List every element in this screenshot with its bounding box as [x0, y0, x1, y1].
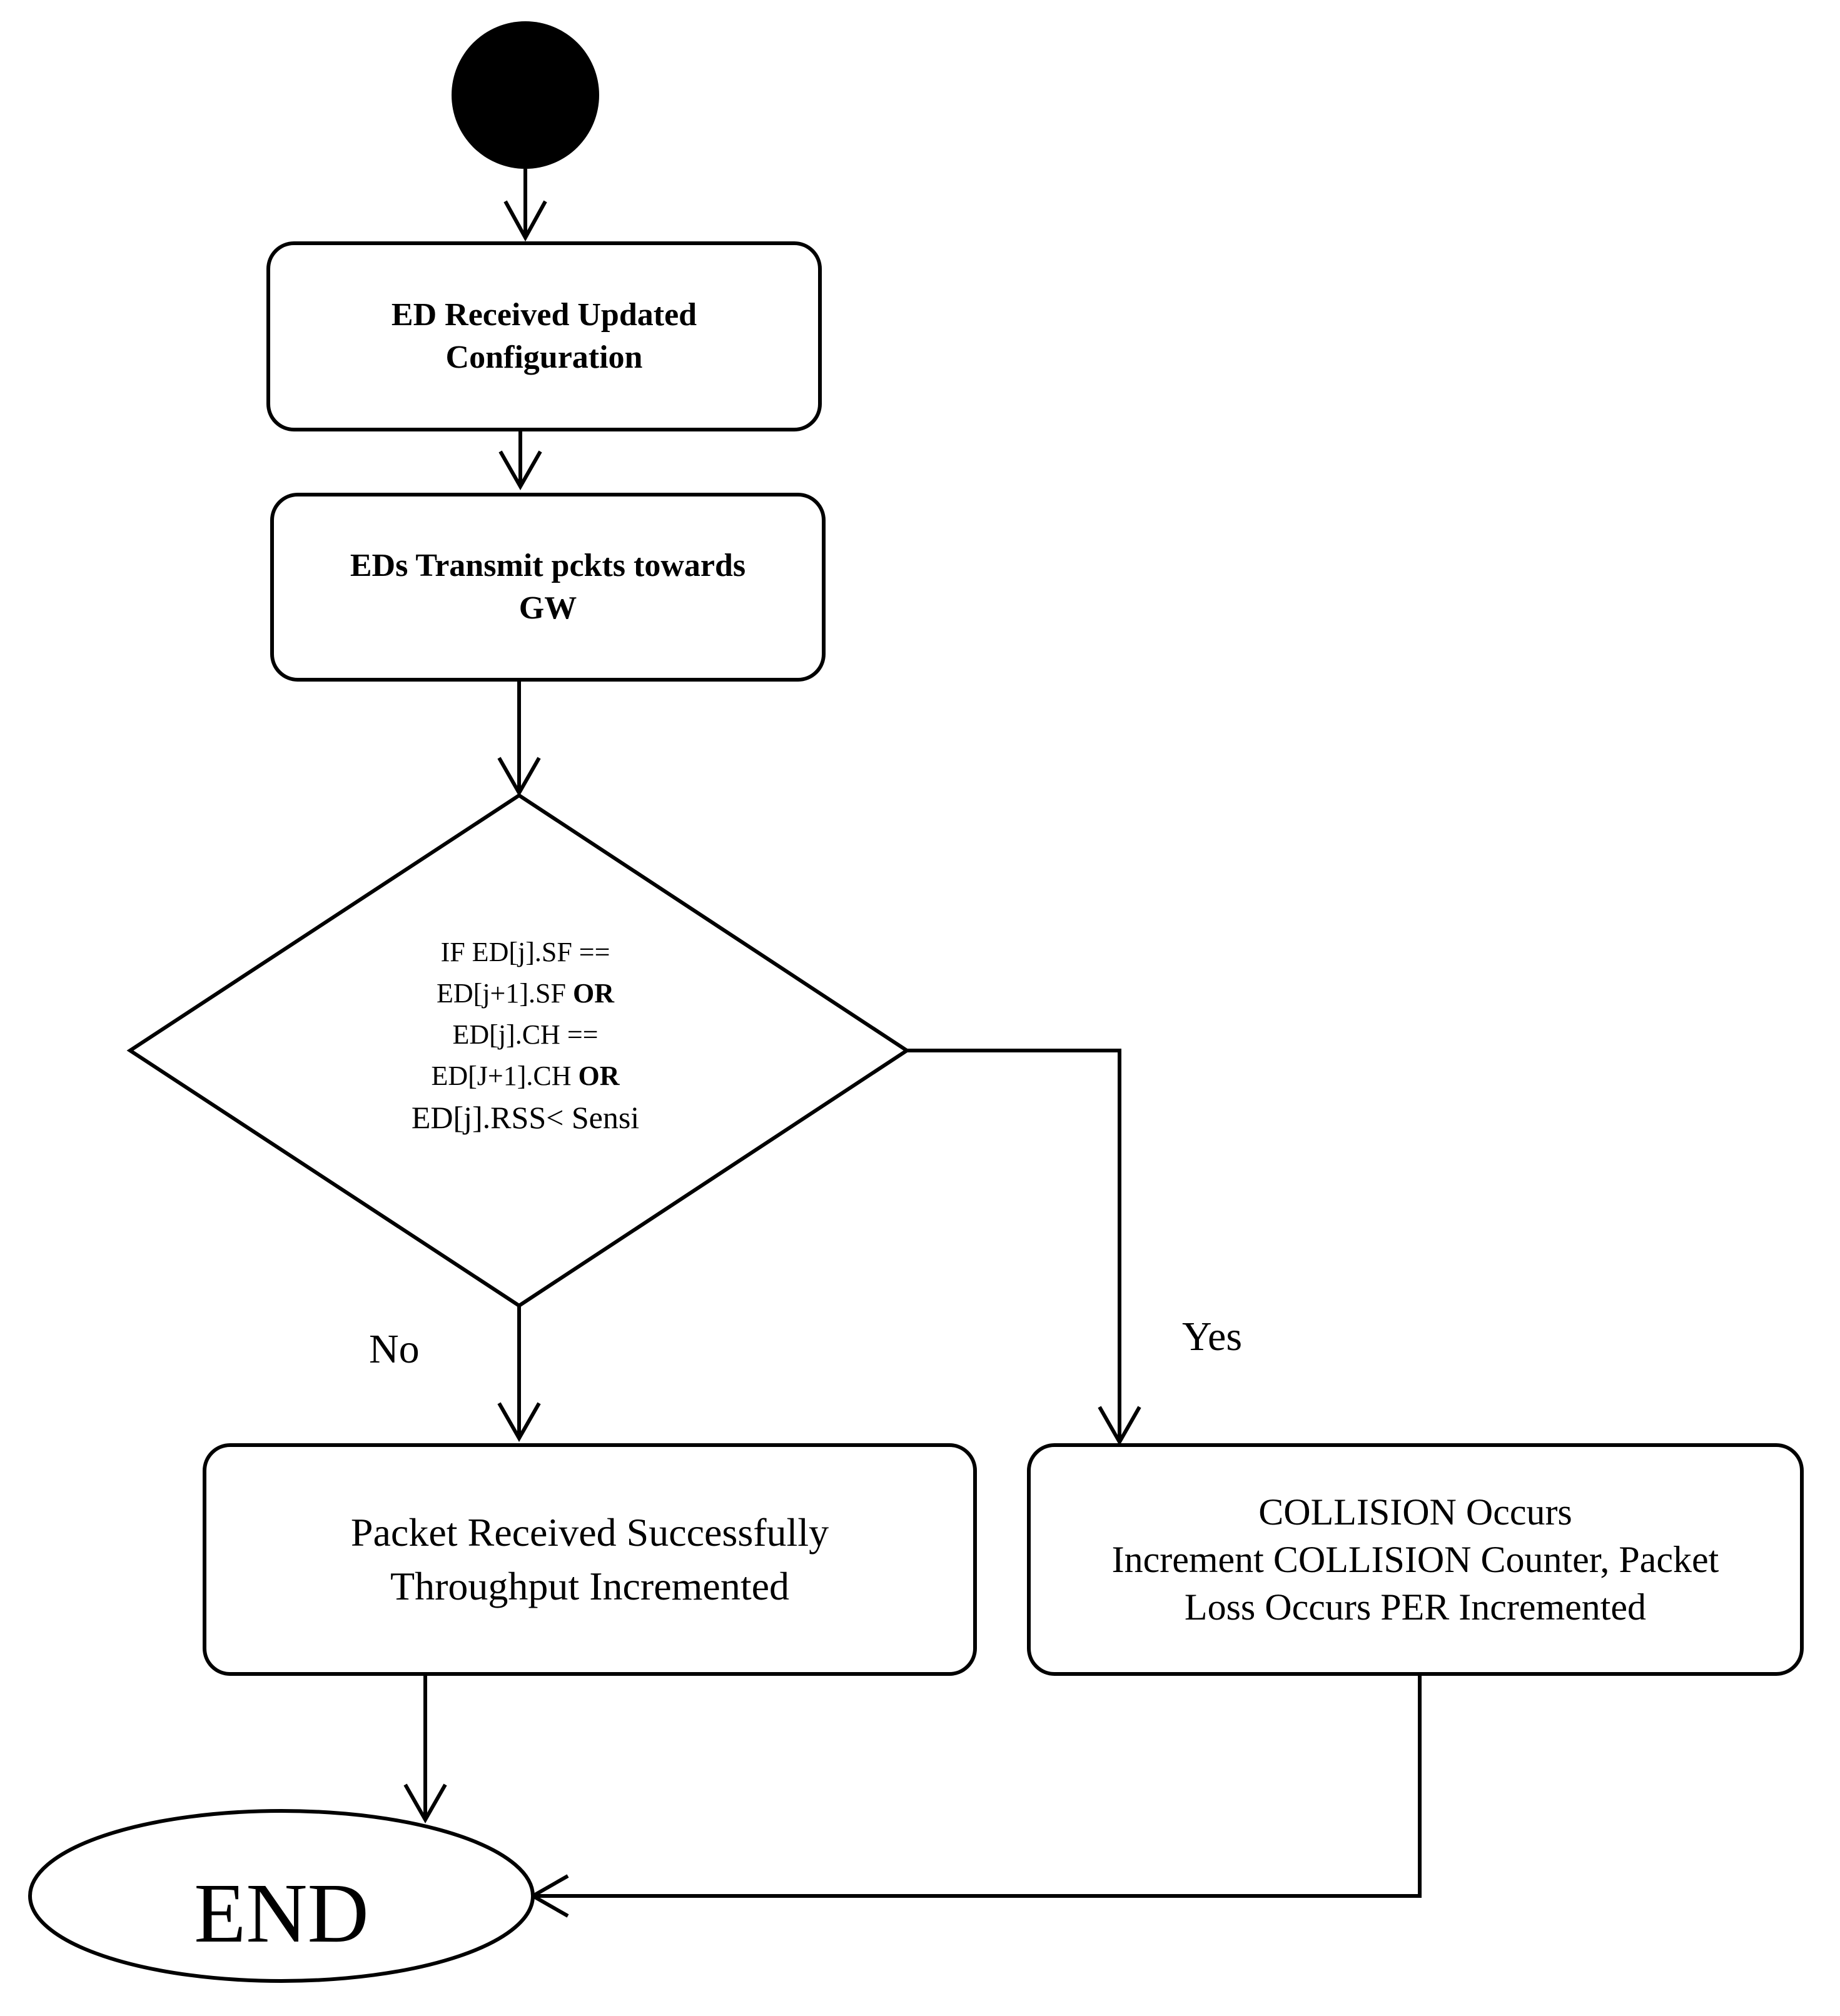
- arrowhead-transmit-to-decision: [497, 757, 541, 797]
- condition-text: ED[J+1].CH: [431, 1061, 579, 1091]
- condition-text: ED[j].RSS< Sensi: [411, 1100, 640, 1135]
- transmit-step-line: EDs Transmit pckts towards: [350, 548, 746, 584]
- configure-step: ED Received Updated Configuration: [266, 241, 822, 431]
- collision-step-line: COLLISION Occurs: [1258, 1491, 1572, 1533]
- end-node: [28, 1809, 535, 1983]
- arrowhead-decision-to-success: [497, 1402, 541, 1443]
- arrowhead-configure-to-transmit: [498, 450, 542, 491]
- condition-line: IF ED[j].SF ==: [325, 932, 725, 973]
- start-node: [452, 21, 599, 169]
- condition-text: ED[j].CH ==: [452, 1019, 599, 1050]
- decision-condition: IF ED[j].SF == ED[j+1].SF OR ED[j].CH ==…: [325, 932, 725, 1138]
- condition-line: ED[j+1].SF OR: [325, 973, 725, 1014]
- condition-text: ED[j+1].SF: [437, 978, 573, 1009]
- arrow-decision-to-collision: [907, 1049, 1121, 1442]
- arrowhead-decision-to-collision: [1098, 1406, 1141, 1446]
- condition-line: ED[J+1].CH OR: [325, 1056, 725, 1097]
- end-label: END: [194, 1867, 369, 1960]
- transmit-step-line: GW: [518, 590, 577, 626]
- arrowhead-success-to-end: [403, 1783, 447, 1824]
- condition-line: ED[j].RSS< Sensi: [325, 1097, 725, 1138]
- success-step: Packet Received Successfully Throughput …: [203, 1443, 977, 1676]
- transmit-step: EDs Transmit pckts towards GW: [270, 493, 826, 682]
- collision-step-line: Loss Occurs PER Incremented: [1184, 1586, 1647, 1628]
- condition-text: IF ED[j].SF ==: [440, 937, 610, 967]
- condition-operator: OR: [572, 978, 614, 1009]
- branch-label-yes: Yes: [1182, 1314, 1243, 1359]
- configure-step-line: Configuration: [445, 340, 643, 375]
- collision-step: COLLISION Occurs Increment COLLISION Cou…: [1027, 1443, 1804, 1676]
- success-step-line: Throughput Incremented: [390, 1564, 789, 1608]
- condition-operator: OR: [578, 1061, 620, 1091]
- branch-label-no: No: [369, 1326, 420, 1372]
- arrow-collision-to-end: [533, 1676, 1422, 1898]
- condition-line: ED[j].CH ==: [325, 1014, 725, 1056]
- success-step-line: Packet Received Successfully: [350, 1509, 829, 1555]
- configure-step-line: ED Received Updated: [391, 297, 697, 333]
- collision-step-line: Increment COLLISION Counter, Packet: [1111, 1538, 1719, 1580]
- arrowhead-start-to-configure: [503, 200, 547, 242]
